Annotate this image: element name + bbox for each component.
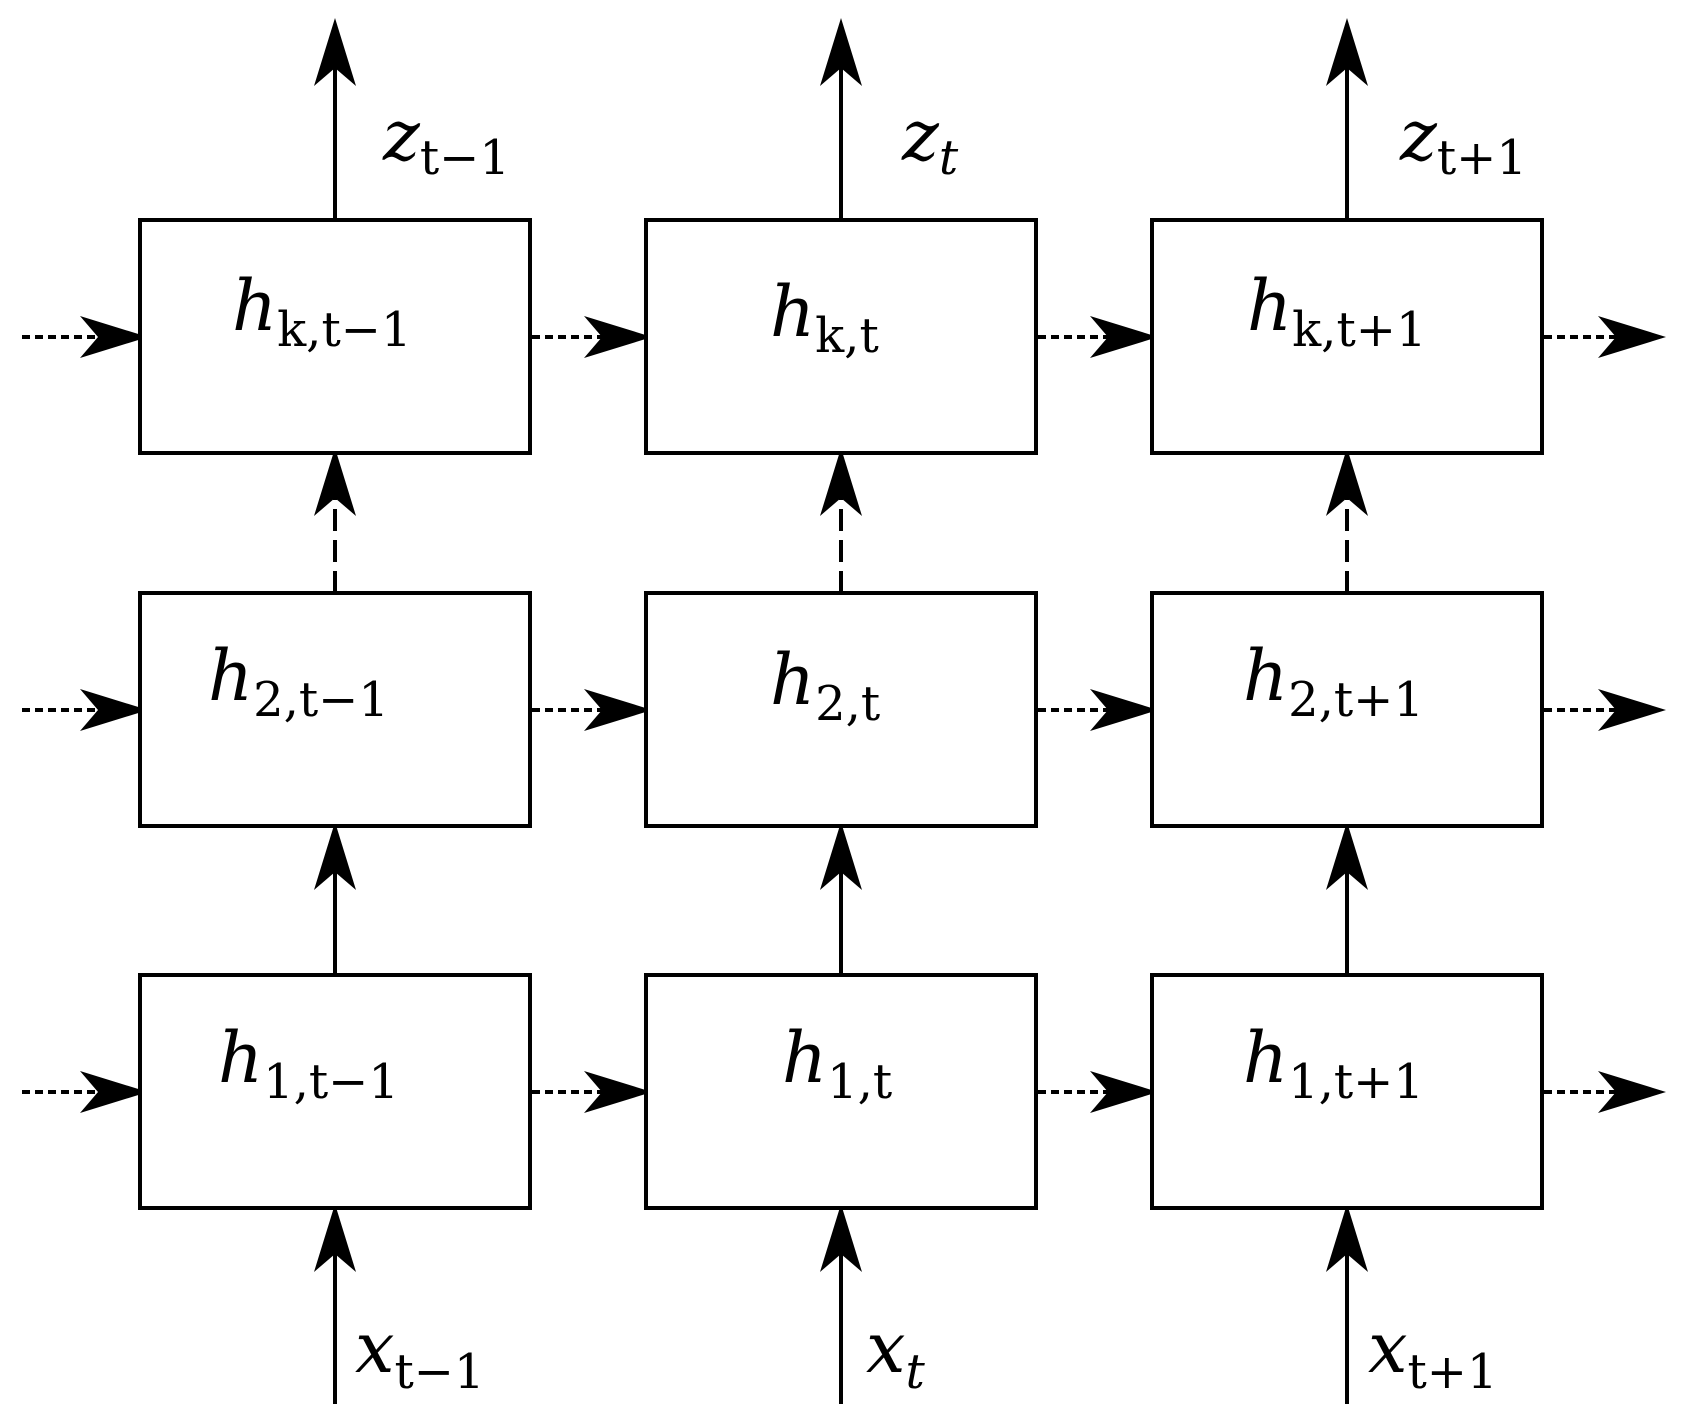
- vertical-connections: [314, 18, 1368, 1404]
- label-z-col1: zt−1: [382, 95, 510, 186]
- hidden-box-2-col1: [138, 591, 532, 828]
- label-z-col3: zt+1: [1399, 95, 1527, 186]
- label-h1-col3: h1,t+1: [1243, 1017, 1424, 1110]
- label-h2-col2: h2,t: [770, 639, 880, 732]
- hidden-box-1-col1: [138, 973, 532, 1210]
- output-labels: zt−1 zt zt+1: [382, 95, 1527, 186]
- label-hk-col3: hk,t+1: [1247, 265, 1426, 358]
- hidden-state-boxes: [138, 218, 1544, 1210]
- hidden-box-k-col1: [138, 218, 532, 455]
- hidden-box-1-col2: [644, 973, 1038, 1210]
- label-z-col2: zt: [901, 95, 959, 186]
- label-h1-col1: h1,t−1: [218, 1017, 399, 1110]
- label-x-col1: xt−1: [355, 1307, 485, 1400]
- hidden-box-k-col3: [1150, 218, 1544, 455]
- hidden-box-2-col3: [1150, 591, 1544, 828]
- label-x-col3: xt+1: [1368, 1307, 1498, 1400]
- label-h2-col3: h2,t+1: [1243, 635, 1424, 728]
- hidden-state-labels: hk,t−1 hk,t hk,t+1 h2,t−1 h2,t h2,t+1 h1…: [208, 265, 1426, 1110]
- hidden-box-2-col2: [644, 591, 1038, 828]
- hidden-box-1-col3: [1150, 973, 1544, 1210]
- label-hk-col1: hk,t−1: [232, 265, 411, 358]
- label-h2-col1: h2,t−1: [208, 635, 389, 728]
- label-hk-col2: hk,t: [770, 271, 879, 364]
- label-h1-col2: h1,t: [782, 1017, 892, 1110]
- recurrent-connections: [22, 316, 1666, 1113]
- hidden-box-k-col2: [644, 218, 1038, 455]
- label-x-col2: xt: [866, 1307, 925, 1400]
- input-labels: xt−1 xt xt+1: [355, 1307, 1498, 1400]
